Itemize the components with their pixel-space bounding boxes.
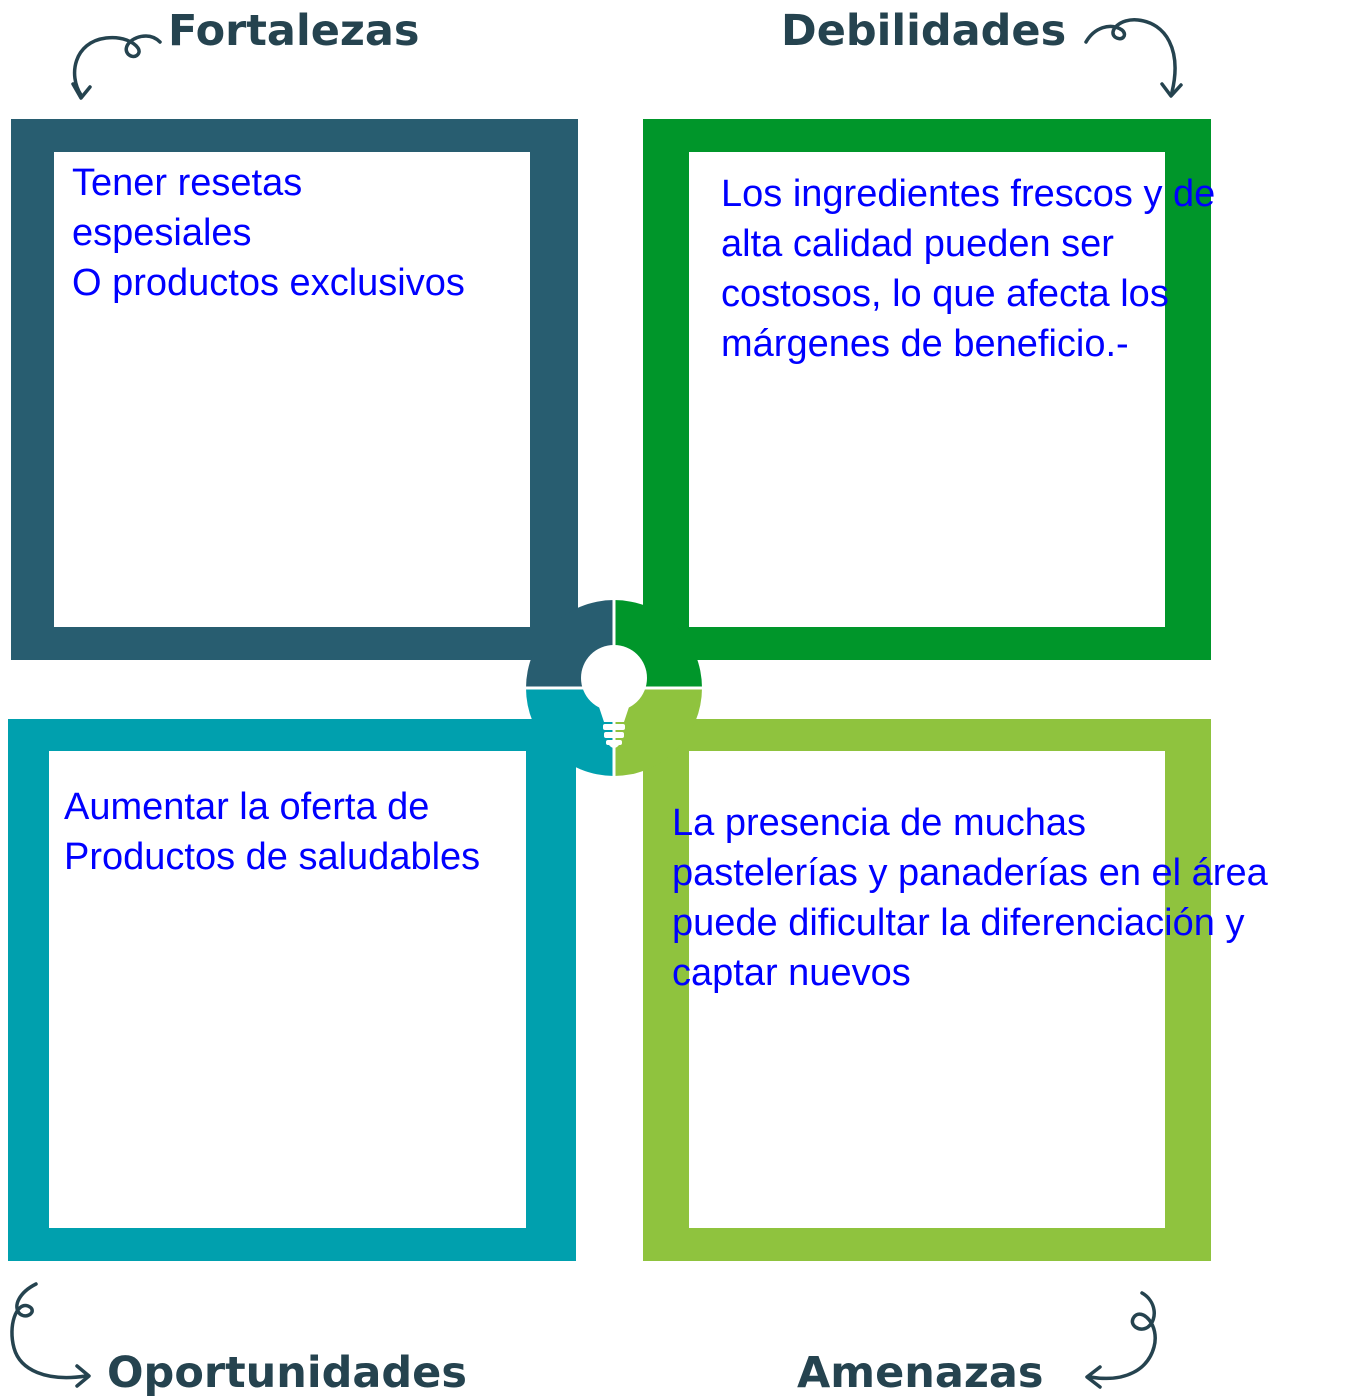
strengths-frame <box>11 119 578 660</box>
opportunities-heading: Oportunidades <box>107 1348 467 1398</box>
weaknesses-frame <box>643 119 1211 660</box>
threats-text: La presencia de muchas pastelerías y pan… <box>672 802 1268 994</box>
threats-heading: Amenazas <box>797 1348 1044 1398</box>
curly-arrow-icon <box>10 1282 91 1388</box>
curly-arrow-icon <box>1085 1291 1157 1389</box>
weaknesses-text: Los ingredientes frescos y de alta calid… <box>721 173 1216 365</box>
opportunities-frame <box>8 719 576 1261</box>
threats-frame <box>643 719 1211 1261</box>
hub-quarter-bottom-right <box>614 688 702 776</box>
weaknesses-heading: Debilidades <box>781 6 1067 56</box>
lightbulb-icon <box>581 645 647 748</box>
curly-arrow-icon <box>1084 18 1183 98</box>
strengths-text: Tener resetas espesiales O productos exc… <box>72 162 465 304</box>
center-hub <box>524 598 704 778</box>
hub-quarter-bottom-left <box>526 688 614 776</box>
curly-arrow-icon <box>71 34 162 100</box>
opportunities-text: Aumentar la oferta de Productos de salud… <box>64 786 481 878</box>
strengths-heading: Fortalezas <box>168 6 420 56</box>
